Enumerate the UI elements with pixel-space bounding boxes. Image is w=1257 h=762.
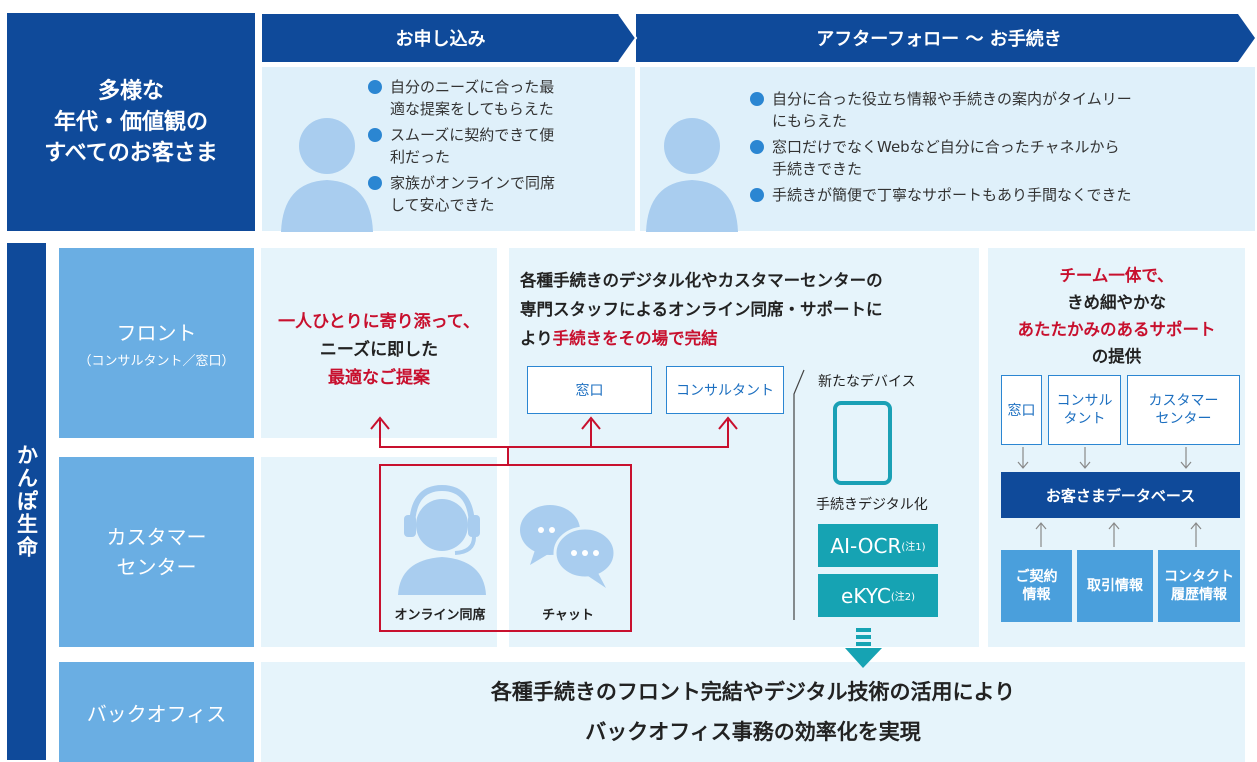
apply-bullets: 自分のニーズに合った最適な提案をしてもらえた スムーズに契約できて便利だった 家… bbox=[368, 76, 628, 220]
front-proposal-line3: 最適なご提案 bbox=[328, 368, 430, 388]
front-proposal-line1: 一人ひとりに寄り添って、 bbox=[278, 312, 480, 332]
apply-bullet-3: 家族がオンラインで同席して安心できた bbox=[368, 172, 628, 216]
chat-label: チャット bbox=[542, 608, 594, 623]
chat-icon bbox=[520, 505, 615, 590]
team-heading: チーム一体で、 きめ細やかな あたたかみのあるサポート の提供 bbox=[988, 260, 1245, 372]
digital-line3: より手続きをその場で完結 bbox=[520, 329, 718, 348]
back-office-line2: バックオフィス事務の効率化を実現 bbox=[585, 720, 921, 744]
after-bullet-2: 窓口だけでなくWebなど自分に合ったチャネルから手続きできた bbox=[750, 136, 1250, 180]
after-bullet-3: 手続きが簡便で丁寧なサポートもあり手間なくできた bbox=[750, 184, 1250, 206]
after-bullet-1: 自分に合った役立ち情報や手続きの案内がタイムリーにもらえた bbox=[750, 88, 1250, 132]
customers-line1: 多様な bbox=[97, 78, 164, 104]
new-device-label: 新たなデバイス bbox=[818, 374, 916, 390]
team-consultant-box: コンサル タント bbox=[1048, 375, 1121, 445]
customers-panel: 多様な 年代・価値観の すべてのお客さま bbox=[7, 13, 255, 231]
apply-bullet-2: スムーズに契約できて便利だった bbox=[368, 124, 628, 168]
ekyc-box: eKYC(注2) bbox=[818, 574, 938, 617]
header-apply: お申し込み bbox=[395, 29, 486, 50]
header-after: アフターフォロー 〜 お手続き bbox=[816, 29, 1062, 50]
trade-info-box: 取引情報 bbox=[1077, 550, 1153, 622]
customers-line3: すべてのお客さま bbox=[44, 140, 218, 166]
front-proposal-text: 一人ひとりに寄り添って、 ニーズに即した 最適なご提案 bbox=[261, 305, 497, 395]
team-window-box: 窓口 bbox=[1001, 375, 1042, 445]
front-proposal-panel bbox=[261, 248, 497, 438]
row-back-office: バックオフィス bbox=[59, 662, 254, 762]
back-office-line1: 各種手続きのフロント完結やデジタル技術の活用により bbox=[490, 680, 1016, 704]
team-line1: チーム一体で、 bbox=[1059, 266, 1174, 285]
customers-line2: 年代・価値観の bbox=[53, 109, 208, 135]
front-proposal-line2: ニーズに即した bbox=[319, 340, 439, 360]
tablet-icon bbox=[833, 401, 893, 485]
digital-line1: 各種手続きのデジタル化やカスタマーセンターの bbox=[520, 271, 883, 290]
customer-database-box: お客さまデータベース bbox=[1001, 472, 1240, 518]
team-line2: きめ細やかな bbox=[1067, 293, 1166, 312]
team-line4: の提供 bbox=[1091, 347, 1142, 366]
back-office-panel bbox=[261, 662, 1245, 762]
row-front: フロント （コンサルタント／窓口） bbox=[59, 248, 254, 438]
back-office-text: 各種手続きのフロント完結やデジタル技術の活用により バックオフィス事務の効率化を… bbox=[261, 662, 1245, 762]
row-customer-center: カスタマー センター bbox=[59, 457, 254, 647]
after-bullets: 自分に合った役立ち情報や手続きの案内がタイムリーにもらえた 窓口だけでなくWeb… bbox=[750, 88, 1250, 210]
team-center-box: カスタマー センター bbox=[1127, 375, 1240, 445]
digitize-label: 手続きデジタル化 bbox=[816, 497, 928, 513]
headset-person-icon bbox=[398, 486, 488, 596]
ai-ocr-box: AI-OCR(注1) bbox=[818, 524, 938, 567]
digital-consultant-box: コンサルタント bbox=[666, 366, 784, 414]
apply-bullet-1: 自分のニーズに合った最適な提案をしてもらえた bbox=[368, 76, 628, 120]
digital-window-box: 窓口 bbox=[527, 366, 652, 414]
contract-info-box: ご契約 情報 bbox=[1001, 550, 1072, 622]
team-line3: あたたかみのあるサポート bbox=[1017, 320, 1216, 339]
row-front-title: フロント bbox=[116, 321, 197, 345]
contact-history-box: コンタクト 履歴情報 bbox=[1158, 550, 1240, 622]
online-attend-label: オンライン同席 bbox=[394, 608, 486, 623]
company-name: かんぽ生命 bbox=[14, 444, 39, 559]
row-front-sub: （コンサルタント／窓口） bbox=[78, 354, 235, 369]
after-panel bbox=[640, 67, 1255, 231]
digital-heading: 各種手続きのデジタル化やカスタマーセンターの 専門スタッフによるオンライン同席・… bbox=[520, 266, 975, 353]
company-bar: かんぽ生命 bbox=[7, 243, 46, 760]
digital-line2: 専門スタッフによるオンライン同席・サポートに bbox=[520, 300, 883, 319]
